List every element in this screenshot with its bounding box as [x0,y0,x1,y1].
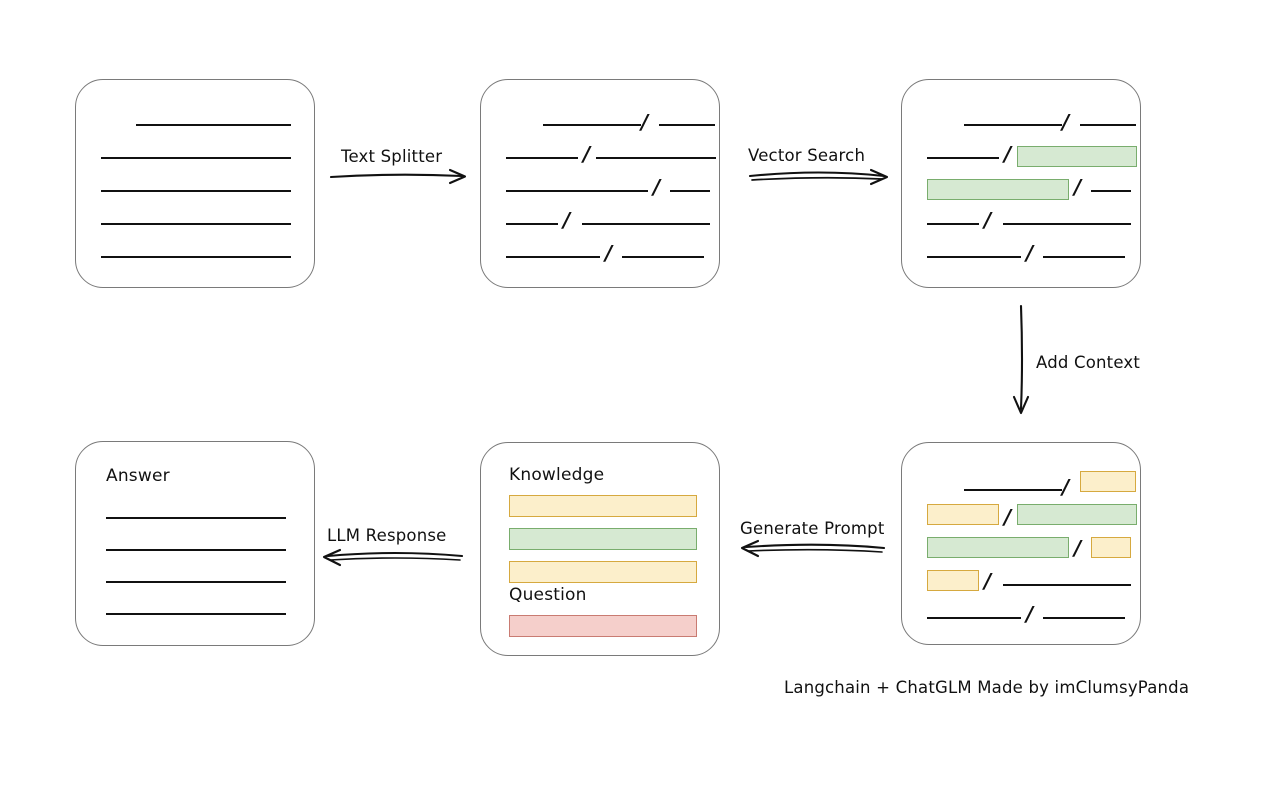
chunk-separator: / [653,175,661,199]
knowledge-bar[interactable] [509,528,697,550]
answer-rule [106,517,286,519]
chunk-rule [506,223,558,225]
chunk-separator: / [984,208,992,232]
chunk-rule [927,223,979,225]
generated-prompt-box[interactable]: Knowledge Question [480,442,720,656]
context-chunk-highlight[interactable] [1091,537,1131,558]
generated-prompt-content: Knowledge Question [481,443,719,655]
answer-rule [106,549,286,551]
context-chunk-highlight[interactable] [1017,504,1137,525]
text-rule [101,157,291,159]
chunk-rule [927,157,999,159]
answer-box[interactable]: Answer [75,441,315,646]
context-chunk-highlight[interactable] [927,504,999,525]
context-chunks-box[interactable]: / / / / / [901,442,1141,645]
arrow-add-context [1012,304,1030,415]
chunk-separator: / [1004,142,1012,166]
chunk-separator: / [984,569,992,593]
retrieved-chunk-highlight[interactable] [1017,146,1137,167]
text-rule [136,124,291,126]
split-chunks-lines: / / / / / [481,80,719,287]
edge-label-text-splitter: Text Splitter [341,147,443,166]
answer-rule [106,581,286,583]
chunk-rule [927,617,1021,619]
chunk-separator: / [1074,175,1082,199]
chunk-rule [1043,617,1125,619]
chunk-rule [506,157,578,159]
chunk-separator: / [1026,602,1034,626]
chunk-separator: / [1004,505,1012,529]
question-label: Question [509,585,587,605]
edge-label-vector-search: Vector Search [748,146,866,165]
text-rule [101,190,291,192]
chunk-rule [1091,190,1131,192]
source-document-box[interactable] [75,79,315,288]
split-chunks-box[interactable]: / / / / / [480,79,720,288]
chunk-rule [596,157,716,159]
chunk-separator: / [1062,475,1070,499]
retrieved-chunk-highlight[interactable] [927,179,1069,200]
chunk-rule [927,256,1021,258]
retrieved-chunks-box[interactable]: / / / / / [901,79,1141,288]
question-bar[interactable] [509,615,697,637]
chunk-rule [582,223,710,225]
chunk-separator: / [641,110,649,134]
chunk-separator: / [1074,536,1082,560]
arrow-vector-search [748,168,889,186]
arrow-generate-prompt [740,539,886,558]
context-chunk-highlight[interactable] [927,570,979,591]
text-rule [101,256,291,258]
edge-label-llm-response: LLM Response [327,526,447,545]
knowledge-label: Knowledge [509,465,605,485]
retrieved-chunks-lines: / / / / / [902,80,1140,287]
chunk-rule [622,256,704,258]
chunk-rule [1003,584,1131,586]
knowledge-bar[interactable] [509,495,697,517]
context-chunk-highlight[interactable] [927,537,1069,558]
source-document-lines [76,80,314,287]
chunk-rule [1080,124,1136,126]
chunk-rule [506,190,648,192]
chunk-separator: / [1062,110,1070,134]
chunk-rule [1003,223,1131,225]
chunk-separator: / [583,142,591,166]
chunk-rule [670,190,710,192]
context-chunk-highlight[interactable] [1080,471,1136,492]
answer-rule [106,613,286,615]
chunk-rule [1043,256,1125,258]
edge-label-generate-prompt: Generate Prompt [740,519,885,538]
chunk-rule [964,124,1062,126]
answer-label: Answer [106,466,170,486]
chunk-separator: / [605,241,613,265]
chunk-rule [543,124,641,126]
knowledge-bar[interactable] [509,561,697,583]
answer-content: Answer [76,442,314,645]
chunk-separator: / [1026,241,1034,265]
context-chunks-lines: / / / / / [902,443,1140,644]
chunk-rule [659,124,715,126]
chunk-rule [506,256,600,258]
arrow-text-splitter [329,168,467,185]
chunk-rule [964,489,1062,491]
chunk-separator: / [563,208,571,232]
footer-credit: Langchain + ChatGLM Made by imClumsyPand… [784,678,1190,697]
edge-label-add-context: Add Context [1036,353,1141,372]
arrow-llm-response [322,548,464,567]
text-rule [101,223,291,225]
